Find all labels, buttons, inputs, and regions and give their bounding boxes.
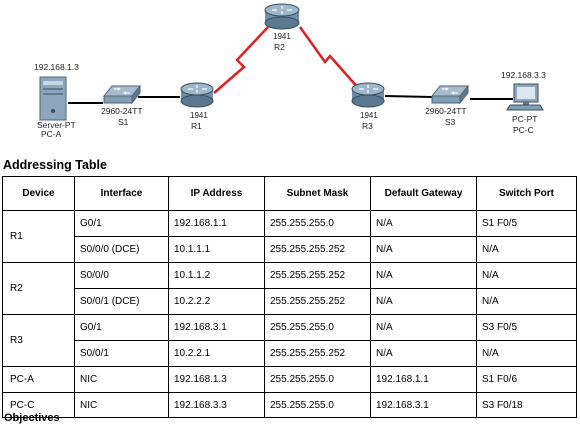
column-header-subnet-mask: Subnet Mask — [264, 176, 371, 211]
default-gateway-cell: N/A — [370, 236, 477, 263]
addressing-table-heading: Addressing Table — [3, 158, 107, 172]
switch-port-cell: N/A — [476, 262, 577, 289]
switch-port-cell: N/A — [476, 288, 577, 315]
r1-model-label: 1941 — [190, 111, 208, 120]
serial-link-r2-r3 — [298, 26, 361, 91]
interface-cell: S0/0/0 (DCE) — [74, 236, 169, 263]
switch-port-cell: S1 F0/5 — [476, 210, 577, 237]
default-gateway-cell: N/A — [370, 314, 477, 341]
default-gateway-cell: N/A — [370, 288, 477, 315]
ip-address-cell: 192.168.3.1 — [168, 314, 265, 341]
link-r3-s3 — [384, 95, 433, 98]
device-cell: PC-C — [2, 392, 75, 418]
router-r1-icon[interactable] — [180, 82, 214, 108]
column-header-switch-port: Switch Port — [476, 176, 577, 211]
s3-model-label: 2960-24TT — [425, 106, 467, 116]
pc-icon[interactable] — [506, 83, 544, 111]
default-gateway-cell: N/A — [370, 340, 477, 367]
router-r2-icon[interactable] — [264, 3, 300, 30]
ip-address-cell: 192.168.3.3 — [168, 392, 265, 418]
default-gateway-cell: 192.168.3.1 — [370, 392, 477, 418]
pcc-ip-label: 192.168.3.3 — [501, 70, 546, 80]
column-header-ip-address: IP Address — [168, 176, 265, 211]
subnet-mask-cell: 255.255.255.252 — [264, 236, 371, 263]
s1-model-label: 2960-24TT — [101, 106, 143, 116]
default-gateway-cell: 192.168.1.1 — [370, 366, 477, 393]
r1-name-label: R1 — [191, 121, 202, 131]
server-model-label: Server-PT — [37, 120, 76, 130]
subnet-mask-cell: 255.255.255.0 — [264, 392, 371, 418]
subnet-mask-cell: 255.255.255.252 — [264, 262, 371, 289]
device-cell: R1 — [2, 210, 75, 263]
table-row: R2 S0/0/0 10.1.1.2 255.255.255.252 N/A N… — [2, 262, 577, 315]
ip-address-cell: 10.2.2.1 — [168, 340, 265, 367]
ip-address-cell: 10.1.1.1 — [168, 236, 265, 263]
server-name-label: PC-A — [41, 129, 62, 139]
column-header-device: Device — [2, 176, 75, 211]
server-icon[interactable] — [39, 76, 67, 121]
table-row: S0/0/0 (DCE) 10.1.1.1 255.255.255.252 N/… — [3, 236, 577, 263]
ip-address-cell: 192.168.1.3 — [168, 366, 265, 393]
device-cell: R2 — [2, 262, 75, 315]
interface-cell: NIC — [74, 366, 169, 393]
table-row: R1 G0/1 192.168.1.1 255.255.255.0 N/A S1… — [2, 210, 577, 263]
interface-cell: G0/1 — [74, 314, 169, 341]
device-cell: R3 — [2, 314, 75, 367]
r2-name-label: R2 — [274, 42, 285, 52]
pcc-name-label: PC-C — [513, 125, 534, 135]
s3-name-label: S3 — [445, 117, 456, 127]
r3-name-label: R3 — [362, 121, 373, 131]
serial-link-r1-r2 — [213, 26, 269, 94]
switch-s3-icon[interactable] — [430, 84, 470, 105]
subnet-mask-cell: 255.255.255.0 — [264, 314, 371, 341]
objectives-heading: Objectives — [4, 412, 60, 424]
r2-model-label: 1941 — [273, 32, 291, 41]
table-header-row: Device Interface IP Address Subnet Mask … — [2, 176, 577, 211]
device-cell: PC-A — [2, 366, 75, 393]
switch-port-cell: N/A — [476, 236, 577, 263]
default-gateway-cell: N/A — [370, 262, 477, 289]
router-r3-icon[interactable] — [351, 82, 385, 108]
default-gateway-cell: N/A — [370, 210, 477, 237]
subnet-mask-cell: 255.255.255.0 — [264, 210, 371, 237]
table-row: PC-A NIC 192.168.1.3 255.255.255.0 192.1… — [2, 366, 577, 393]
subnet-mask-cell: 255.255.255.0 — [264, 366, 371, 393]
switch-port-cell: S1 F0/6 — [476, 366, 577, 393]
table-row: PC-C NIC 192.168.3.3 255.255.255.0 192.1… — [2, 392, 577, 418]
ip-address-cell: 10.1.1.2 — [168, 262, 265, 289]
r3-model-label: 1941 — [360, 111, 378, 120]
subnet-mask-cell: 255.255.255.252 — [264, 288, 371, 315]
table-row: R3 G0/1 192.168.3.1 255.255.255.0 N/A S3… — [2, 314, 577, 367]
s1-name-label: S1 — [118, 117, 129, 127]
switch-port-cell: S3 F0/18 — [476, 392, 577, 418]
interface-cell: G0/1 — [74, 210, 169, 237]
switch-port-cell: N/A — [476, 340, 577, 367]
interface-cell: S0/0/0 — [74, 262, 169, 289]
switch-s1-icon[interactable] — [102, 84, 142, 105]
table-row: S0/0/1 10.2.2.1 255.255.255.252 N/A N/A — [3, 340, 577, 367]
switch-port-cell: S3 F0/5 — [476, 314, 577, 341]
interface-cell: NIC — [74, 392, 169, 418]
ip-address-cell: 192.168.1.1 — [168, 210, 265, 237]
ip-address-cell: 10.2.2.2 — [168, 288, 265, 315]
interface-cell: S0/0/1 — [74, 340, 169, 367]
subnet-mask-cell: 255.255.255.252 — [264, 340, 371, 367]
table-row: S0/0/1 (DCE) 10.2.2.2 255.255.255.252 N/… — [3, 288, 577, 315]
interface-cell: S0/0/1 (DCE) — [74, 288, 169, 315]
pcc-model-label: PC-PT — [512, 114, 538, 124]
column-header-interface: Interface — [74, 176, 169, 211]
column-header-default-gateway: Default Gateway — [370, 176, 477, 211]
addressing-table: Device Interface IP Address Subnet Mask … — [2, 176, 577, 418]
network-topology-diagram: 192.168.1.3 Server-PT PC-A 2960-24TT S1 … — [34, 3, 546, 139]
server-ip-label: 192.168.1.3 — [34, 62, 79, 72]
